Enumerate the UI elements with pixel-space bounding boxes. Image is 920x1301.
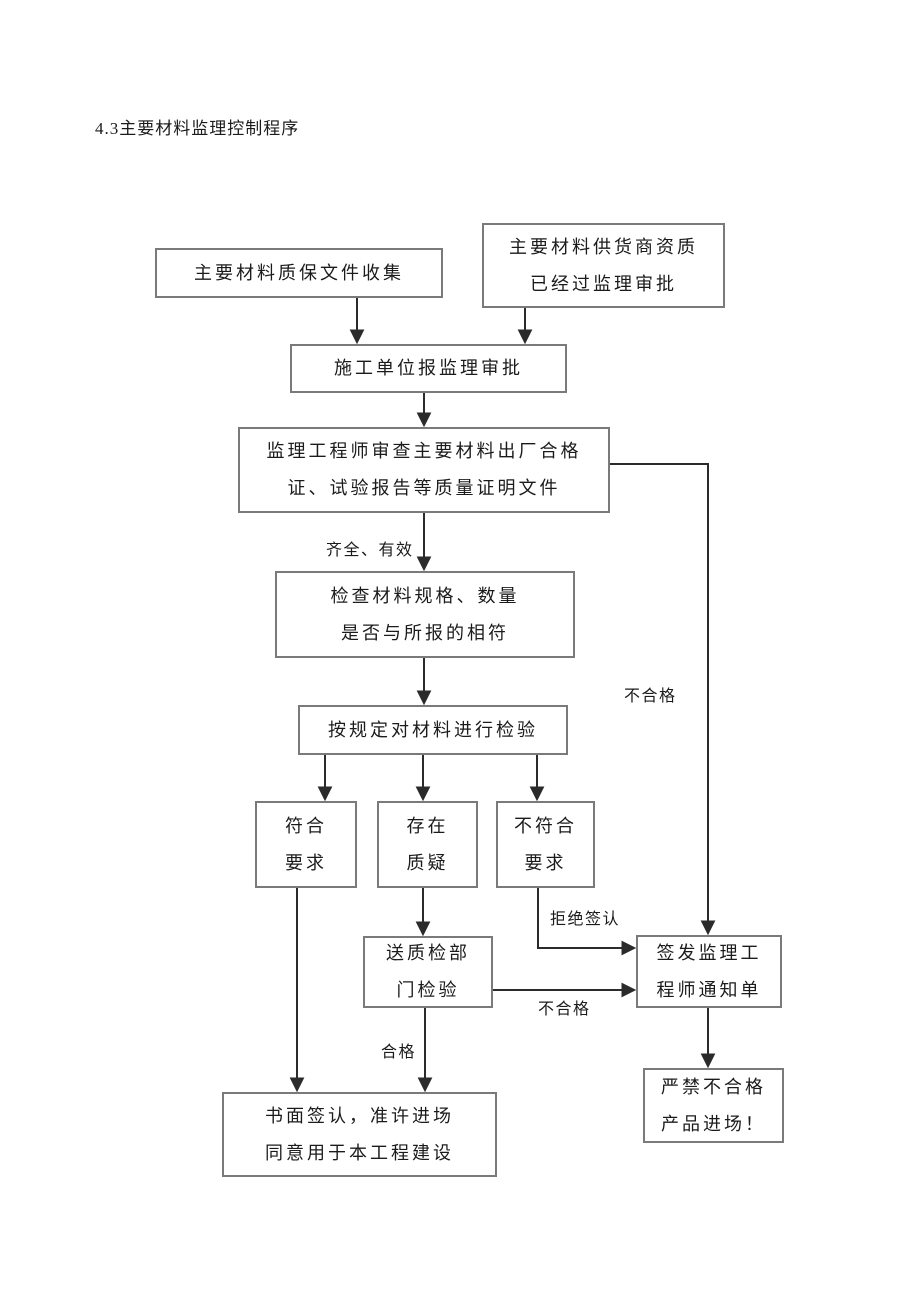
node-text-line: 按规定对材料进行检验 [328,719,538,740]
flow-node-doubt-exists: 存在 质疑 [377,801,478,888]
node-text-line: 检查材料规格、数量 [330,585,520,606]
node-text-line: 书面签认，准许进场 [265,1105,454,1126]
flow-node-engineer-review: 监理工程师审查主要材料出厂合格 证、试验报告等质量证明文件 [238,427,610,513]
flow-node-supplier-qualified: 主要材料供货商资质 已经过监理审批 [482,223,725,308]
flow-node-check-specs: 检查材料规格、数量 是否与所报的相符 [275,571,575,658]
node-text-line: 主要材料供货商资质 [509,236,698,257]
edge-label-qualified: 合格 [380,1038,418,1062]
node-text-line: 要求 [524,852,567,873]
flow-node-issue-notice: 签发监理工 程师通知单 [636,935,782,1008]
node-text-line: 要求 [285,852,327,873]
flow-node-forbid-entry: 严禁不合格 产品进场！ [643,1068,784,1143]
node-text-line: 不符合 [514,815,577,836]
node-text-line: 产品进场！ [661,1113,766,1134]
node-text-line: 程师通知单 [656,979,762,1000]
node-text-line: 严禁不合格 [661,1076,766,1097]
edge-label-complete-valid: 齐全、有效 [325,536,415,560]
flow-node-collect-docs: 主要材料质保文件收集 [155,248,443,298]
node-text-line: 签发监理工 [656,942,762,963]
node-text-line: 质疑 [406,852,449,873]
edge-label-refuse-sign: 拒绝签认 [549,905,622,929]
node-text-line: 送质检部 [386,943,470,964]
flow-node-not-meet-requirements: 不符合 要求 [496,801,595,888]
node-text-line: 施工单位报监理审批 [334,358,523,379]
node-text-line: 符合 [285,815,327,836]
flow-node-meets-requirements: 符合 要求 [255,801,357,888]
node-text-line: 证、试验报告等质量证明文件 [287,478,561,498]
edge-label-unqualified-mid: 不合格 [537,995,592,1019]
edge-label-unqualified-right: 不合格 [623,682,678,706]
node-text-line: 已经过监理审批 [530,273,677,294]
node-text-line: 门检验 [396,980,460,1000]
flow-node-quality-dept-test: 送质检部 门检验 [363,936,493,1008]
node-text-line: 监理工程师审查主要材料出厂合格 [266,441,582,462]
node-text-line: 存在 [406,815,449,836]
node-text-line: 是否与所报的相符 [341,622,509,643]
node-text-line: 主要材料质保文件收集 [194,262,404,283]
flow-node-submit-approval: 施工单位报监理审批 [290,344,567,393]
flow-node-written-signoff: 书面签认，准许进场 同意用于本工程建设 [222,1092,497,1177]
flow-node-inspect-material: 按规定对材料进行检验 [298,705,568,755]
page-title: 4.3主要材料监理控制程序 [95,119,300,138]
node-text-line: 同意用于本工程建设 [265,1142,454,1163]
